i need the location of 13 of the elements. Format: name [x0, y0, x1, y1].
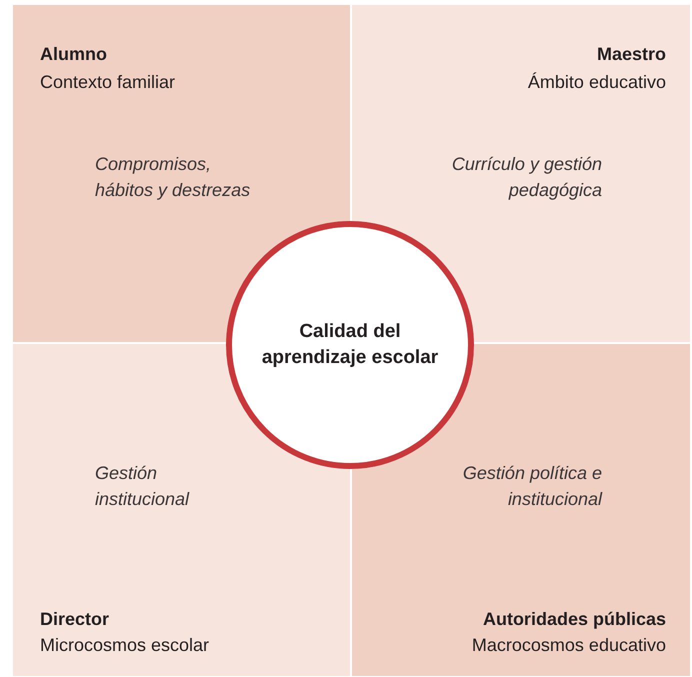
context-subtitle: Macrocosmos educativo: [472, 634, 666, 657]
italic-note: Gestión política e institucional: [462, 462, 602, 511]
role-heading: Director: [40, 608, 110, 631]
role-heading: Autoridades públicas: [482, 608, 666, 631]
italic-note: Compromisos, hábitos y destrezas: [95, 153, 252, 202]
italic-note: Currículo y gestión pedagógica: [450, 153, 602, 202]
circle-label: Calidad del aprendizaje escolar: [260, 320, 440, 370]
italic-note: Gestión institucional: [95, 462, 190, 511]
context-subtitle: Microcosmos escolar: [40, 634, 210, 657]
context-subtitle: Contexto familiar: [40, 71, 176, 94]
role-heading: Maestro: [596, 43, 666, 66]
context-subtitle: Ámbito educativo: [528, 71, 666, 94]
role-heading: Alumno: [40, 43, 107, 66]
